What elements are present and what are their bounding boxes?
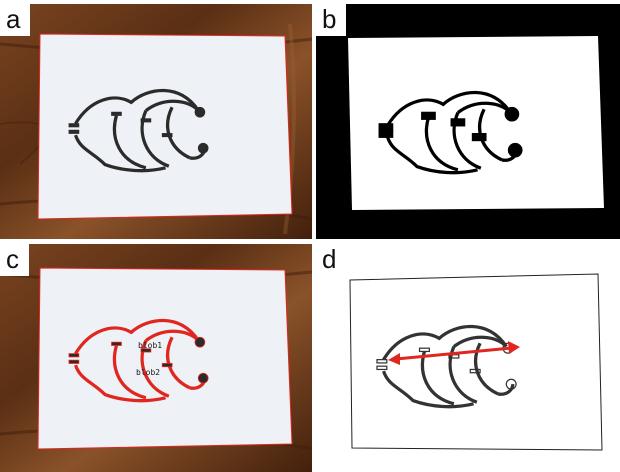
panel-b-mask: b [316,4,620,239]
panel-label-d: d [316,244,346,276]
edge-image [316,244,620,472]
paper-sheet [38,268,292,449]
panel-a-photo: a [0,4,312,239]
panel-label-b: b [316,4,346,36]
panel-label-c: c [0,244,29,276]
contour-image [0,244,312,472]
mask-image [316,4,620,239]
photo-image [0,4,312,239]
blob1-label: blob1 [138,341,162,350]
panel-label-a: a [0,4,30,36]
panel-c-contours: blob1 blob2 c [0,244,312,472]
blob2-label: blob2 [136,368,160,377]
mask-sheet [348,36,604,210]
panel-d-edges: d [316,244,620,472]
